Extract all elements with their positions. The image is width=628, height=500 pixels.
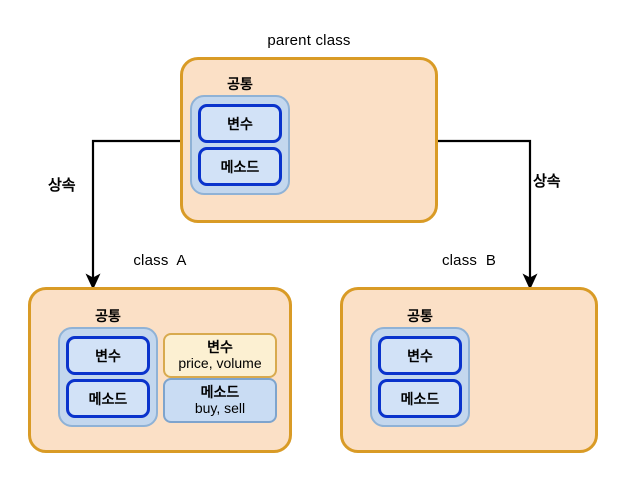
class-a-own-method-title: 메소드 xyxy=(200,384,240,401)
parent-member-method[interactable]: 메소드 xyxy=(198,147,282,186)
edge-label-inheritance-left: 상속 xyxy=(48,177,76,194)
class-a-inherited-variable[interactable]: 변수 xyxy=(66,336,150,375)
edge-label-inheritance-right: 상속 xyxy=(533,173,561,190)
class-a-common-title: 공통 xyxy=(95,308,121,324)
class-a-own-variable-items: price, volume xyxy=(178,354,262,371)
parent-class-caption: parent class xyxy=(267,32,351,49)
class-a-own-method-box[interactable]: 메소드 buy, sell xyxy=(163,378,277,423)
class-b-inherited-variable[interactable]: 변수 xyxy=(378,336,462,375)
parent-member-variable[interactable]: 변수 xyxy=(198,104,282,143)
class-b-common-title: 공통 xyxy=(407,308,433,324)
class-a-own-variable-title: 변수 xyxy=(207,339,233,356)
class-b-inherited-method[interactable]: 메소드 xyxy=(378,379,462,418)
class-b-caption: class B xyxy=(441,252,497,269)
class-a-own-variable-box[interactable]: 변수 price, volume xyxy=(163,333,277,378)
class-a-own-method-items: buy, sell xyxy=(194,399,246,416)
class-a-inherited-method[interactable]: 메소드 xyxy=(66,379,150,418)
parent-common-title: 공통 xyxy=(227,76,253,92)
class-a-caption: class A xyxy=(133,252,187,269)
